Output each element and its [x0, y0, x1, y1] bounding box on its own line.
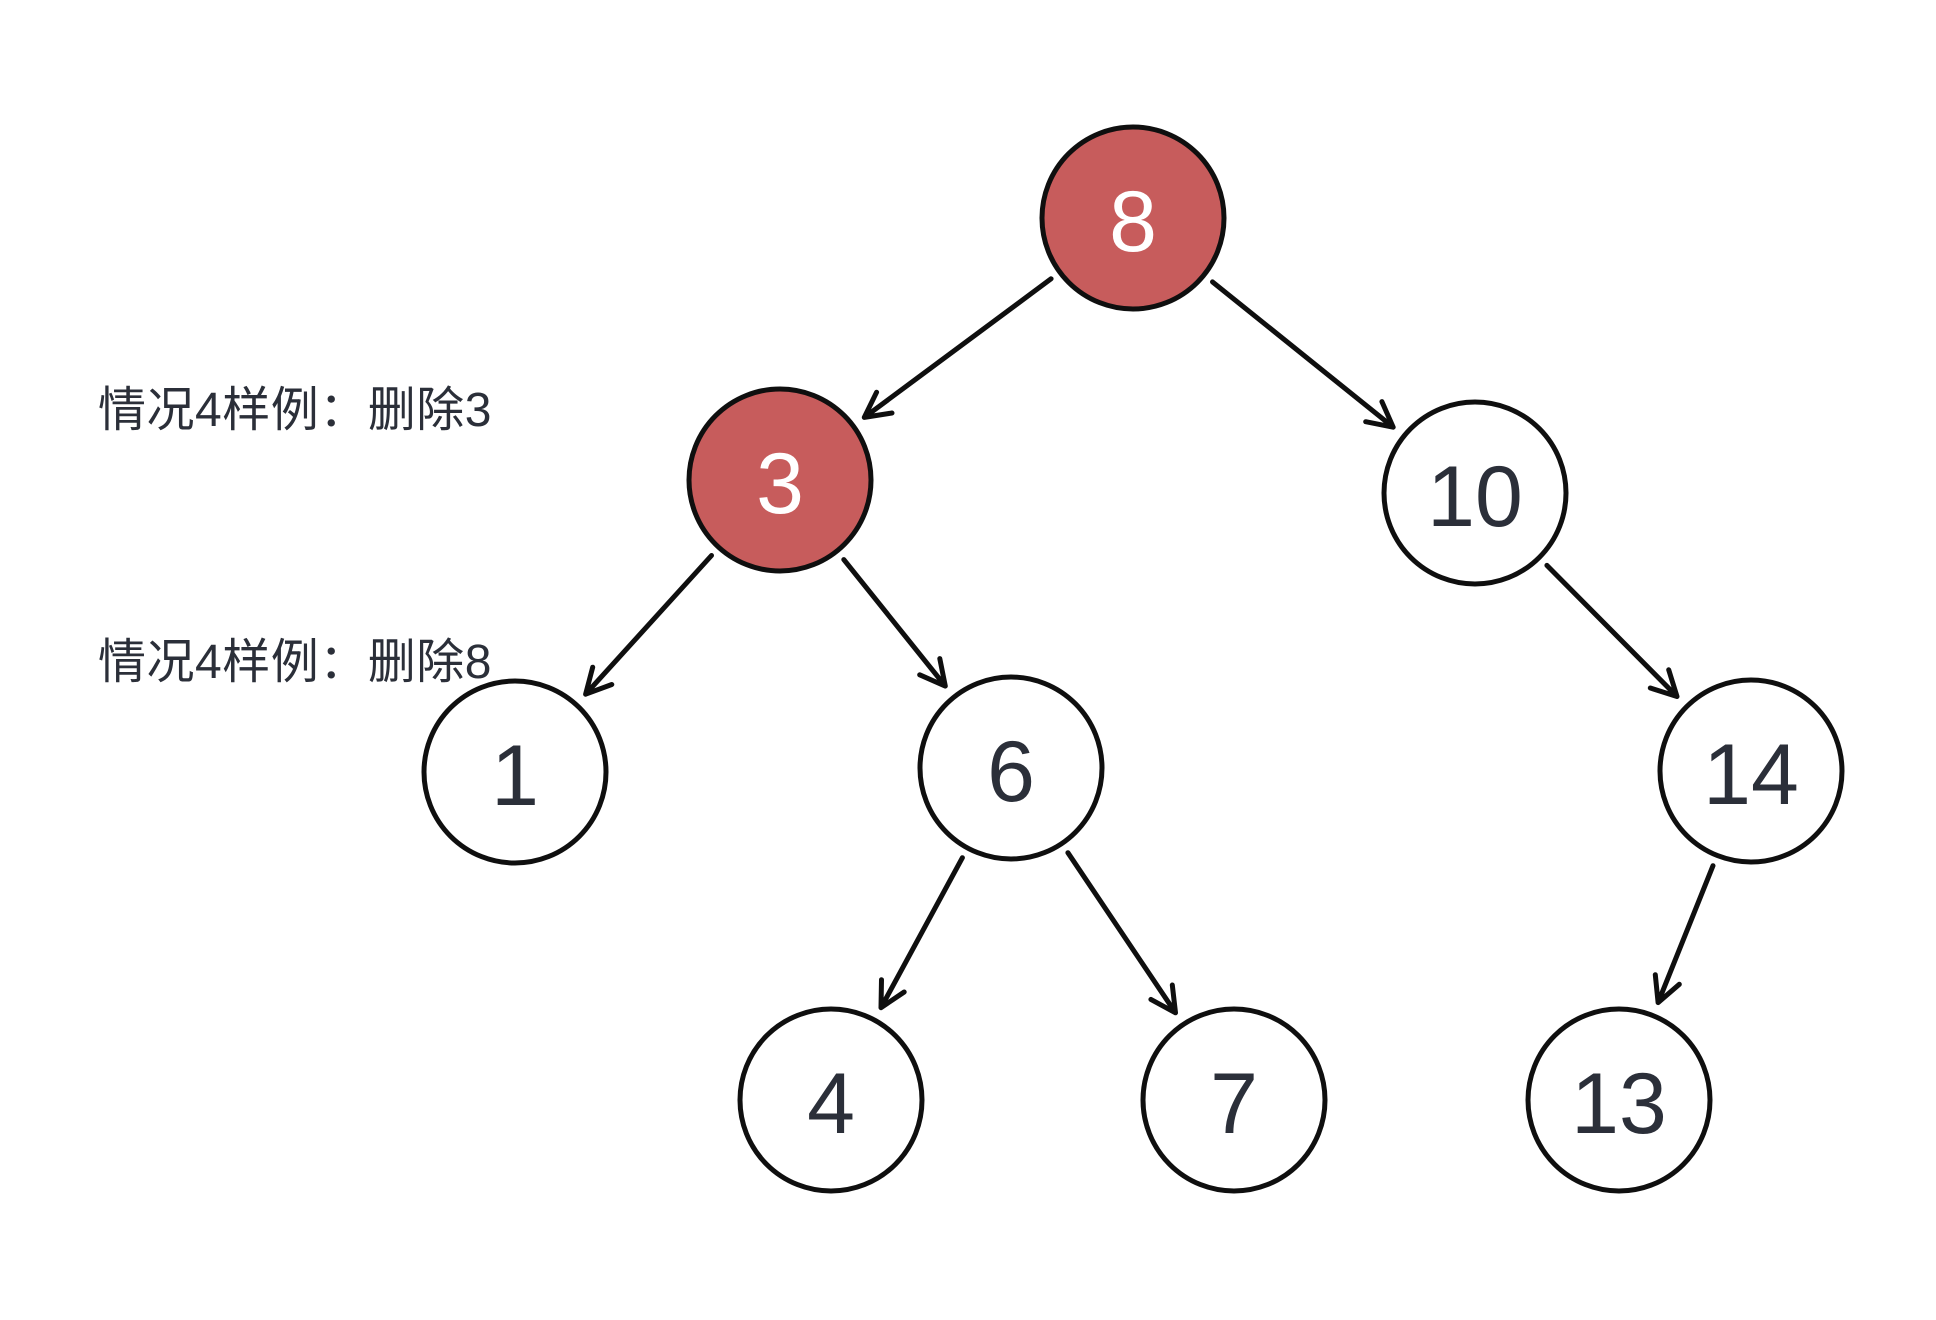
edge-14-13 — [1652, 863, 1716, 1006]
tree-node-label: 10 — [1427, 449, 1523, 545]
tree-node-4: 4 — [737, 1006, 925, 1194]
tree-node-1: 1 — [421, 678, 609, 866]
tree-node-label: 1 — [491, 728, 539, 824]
edge-8-10 — [1210, 279, 1396, 430]
tree-node-label: 4 — [807, 1056, 855, 1152]
tree-node-6: 6 — [917, 674, 1105, 862]
edge-3-6 — [841, 557, 948, 689]
edge-6-4 — [878, 855, 965, 1011]
caption-line-2: 情况4样例：删除8 — [98, 636, 492, 689]
tree-node-14: 14 — [1657, 677, 1845, 865]
tree-node-label: 14 — [1703, 727, 1799, 823]
edge-8-3 — [861, 276, 1054, 420]
tree-node-8: 8 — [1039, 124, 1227, 312]
tree-node-label: 6 — [987, 724, 1035, 820]
caption-line-1: 情况4样例：删除3 — [98, 384, 492, 437]
tree-node-label: 13 — [1571, 1056, 1667, 1152]
caption-block: 情况4样例：删除3 情况4样例：删除8 — [98, 201, 492, 873]
tree-node-10: 10 — [1381, 399, 1569, 587]
tree-node-label: 8 — [1109, 174, 1157, 270]
tree-node-label: 3 — [756, 436, 804, 532]
edge-6-7 — [1065, 850, 1178, 1016]
edge-10-14 — [1544, 562, 1680, 699]
tree-node-label: 7 — [1210, 1056, 1258, 1152]
tree-node-7: 7 — [1140, 1006, 1328, 1194]
tree-node-3: 3 — [686, 386, 874, 574]
tree-node-13: 13 — [1525, 1006, 1713, 1194]
edge-3-1 — [583, 553, 714, 697]
